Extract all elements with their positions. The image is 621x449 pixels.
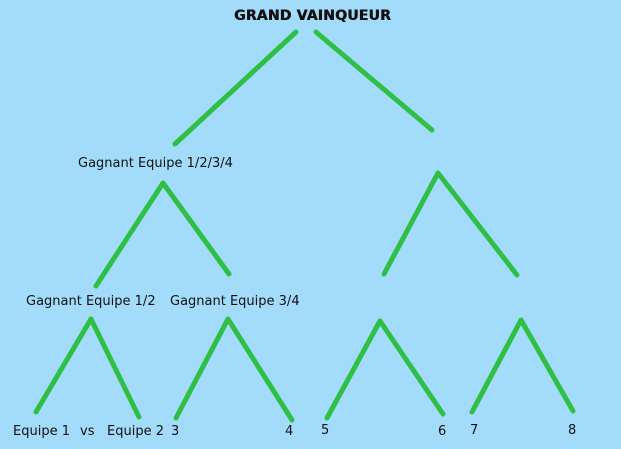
quarter-4-branch-right <box>518 317 576 414</box>
semi-left-branch-left <box>93 180 166 289</box>
semi-right-branch-left <box>381 170 441 277</box>
team-label-3: 3 <box>171 424 180 439</box>
team-label-7: 7 <box>470 423 479 438</box>
quarter-1-branch-left <box>33 316 94 415</box>
quarter-1-branch-right <box>88 316 142 420</box>
winner-label-1-2-3-4: Gagnant Equipe 1/2/3/4 <box>78 156 233 171</box>
versus-label: vs <box>80 424 95 439</box>
quarter-2-branch-right <box>225 316 295 423</box>
quarter-2-branch-left <box>173 316 231 421</box>
team-label-8: 8 <box>568 423 577 438</box>
winner-label-3-4: Gagnant Equipe 3/4 <box>170 294 300 309</box>
team-label-4: 4 <box>285 424 294 439</box>
team-label-1: Equipe 1 <box>13 424 70 439</box>
team-label-6: 6 <box>438 424 447 439</box>
final-branch-left <box>172 29 299 147</box>
team-label-2: Equipe 2 <box>107 424 164 439</box>
team-label-5: 5 <box>321 423 330 438</box>
quarter-3-branch-left <box>324 318 383 421</box>
quarter-4-branch-left <box>469 317 524 415</box>
semi-right-branch-right <box>435 170 520 278</box>
semi-left-branch-right <box>160 180 232 277</box>
quarter-3-branch-right <box>377 318 446 417</box>
grand-winner-title: GRAND VAINQUEUR <box>234 8 391 24</box>
winner-label-1-2: Gagnant Equipe 1/2 <box>26 294 156 309</box>
final-branch-right <box>313 29 435 133</box>
